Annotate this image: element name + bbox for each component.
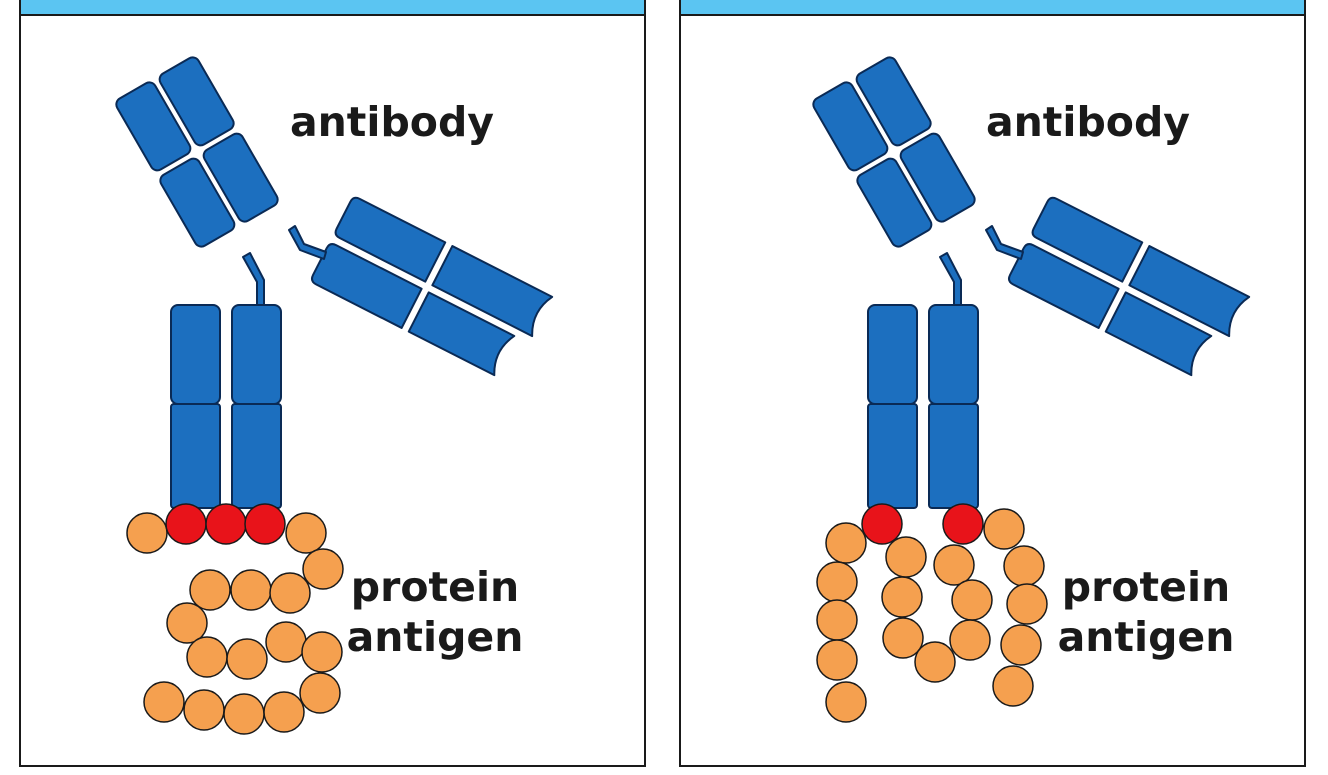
antibody-label: antibody — [986, 98, 1190, 146]
antigen-label-line1: protein — [1062, 563, 1230, 611]
antibody-fab-arm-right — [1007, 196, 1251, 377]
epitope-residues — [861, 503, 984, 545]
panel-frame — [679, 0, 1306, 767]
antigen-label-line1: protein — [351, 563, 519, 611]
panel-header-bar — [21, 0, 644, 15]
antigen-label-line2: antigen — [347, 613, 524, 661]
antibody-hinge-right — [288, 225, 327, 260]
protein-antigen — [816, 503, 1048, 723]
antibody — [812, 56, 1251, 509]
panel-left: antibody protein antigen — [19, 0, 646, 767]
antibody-label: antibody — [290, 98, 494, 146]
antibody-fc-stem — [170, 304, 282, 509]
antibody-fab-arm-right — [310, 196, 554, 377]
epitope-residues — [165, 503, 286, 545]
antigen-residues — [126, 512, 344, 735]
antigen-residues — [816, 508, 1048, 723]
antibody-fc-stem — [867, 304, 979, 509]
panel-right: antibody protein antigen — [679, 0, 1306, 767]
antigen-label-line2: antigen — [1058, 613, 1235, 661]
antibody-hinge-right — [985, 225, 1024, 260]
antibody-fab-arm-left — [812, 56, 976, 248]
antibody-fab-arm-left — [115, 56, 279, 248]
antibody — [115, 56, 554, 509]
protein-antigen — [126, 503, 344, 735]
panel-header-bar — [681, 0, 1304, 15]
